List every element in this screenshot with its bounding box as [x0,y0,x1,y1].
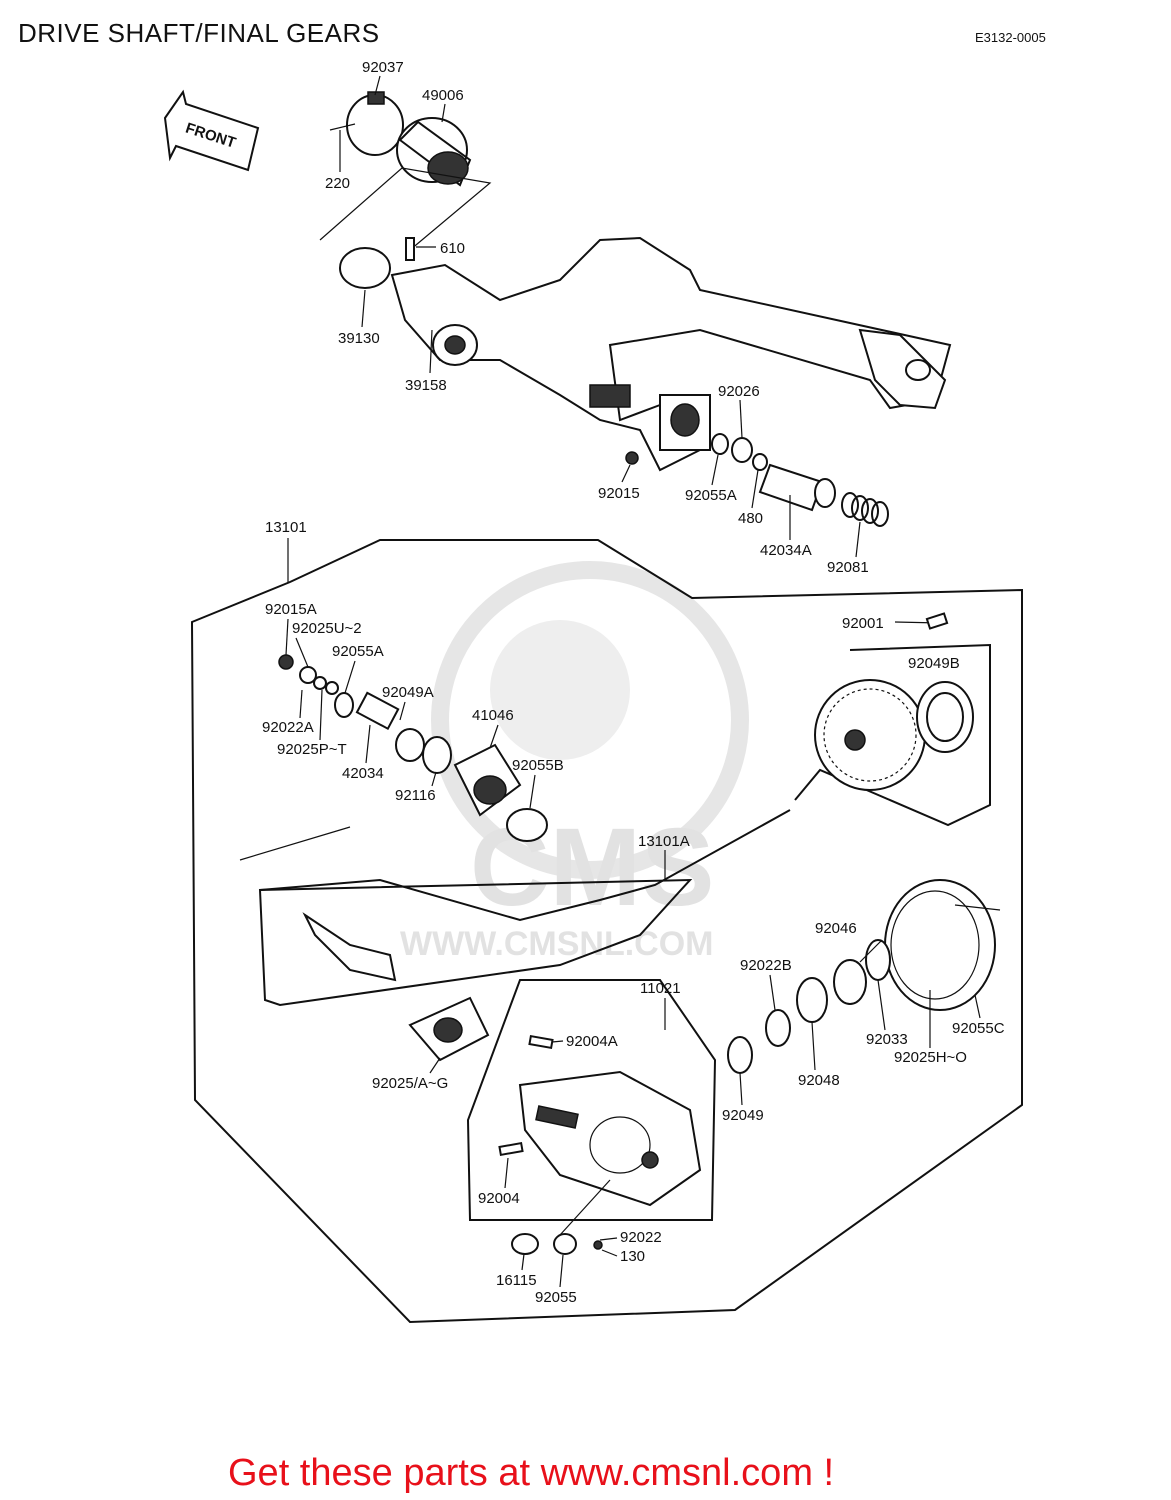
label-49006: 49006 [422,87,464,104]
label-92004A: 92004A [566,1033,618,1050]
label-92025U2: 92025U~2 [292,620,362,637]
label-13101: 13101 [265,519,307,536]
label-92022: 92022 [620,1229,662,1246]
label-92049A: 92049A [382,684,434,701]
watermark-url: WWW.CMSNL.COM [400,925,714,963]
label-92015A: 92015A [265,601,317,618]
label-92025HO: 92025H~O [894,1049,967,1066]
label-92004: 92004 [478,1190,520,1207]
assembly-outline [190,539,1023,1324]
label-92049: 92049 [722,1107,764,1124]
label-92046: 92046 [815,920,857,937]
ring-gear-outline [794,643,991,827]
pinion-outline [259,809,791,922]
case-outline [466,979,717,1221]
part-labels: 92037 49006 220 610 39130 39158 92026 92… [262,59,1005,1306]
label-11021: 11021 [640,980,681,997]
label-92026: 92026 [718,383,760,400]
ring-gear [814,612,974,791]
front-label: FRONT [183,120,237,152]
label-92025PT: 92025P~T [277,741,347,758]
label-16115: 16115 [496,1272,537,1289]
label-92033: 92033 [866,1031,908,1048]
drive-boot-group [319,91,492,251]
pinion-parts [239,654,548,982]
label-92048: 92048 [798,1072,840,1089]
cover-bearing-parts [727,879,1001,1074]
label-92055B: 92055B [512,757,564,774]
label-480: 480 [738,510,763,527]
cta-link[interactable]: Get these parts at www.cmsnl.com ! [228,1452,835,1494]
page-title: DRIVE SHAFT/FINAL GEARS [18,18,380,48]
label-92037: 92037 [362,59,404,76]
watermark: CMS WWW.CMSNL.COM [400,561,749,963]
label-92049B: 92049B [908,655,960,672]
label-92022A: 92022A [262,719,314,736]
label-92055C: 92055C [952,1020,1005,1037]
leader-lines [285,75,981,1288]
swing-arm [339,236,952,472]
label-220: 220 [325,175,350,192]
label-92025AG: 92025/A~G [372,1075,448,1092]
label-130: 130 [620,1248,645,1265]
front-arrow-icon: FRONT [163,89,260,172]
label-42034A: 42034A [760,542,812,559]
label-13101A: 13101A [638,833,690,850]
label-92015: 92015 [598,485,640,502]
label-92055: 92055 [535,1289,577,1306]
label-39158: 39158 [405,377,447,394]
rear-shaft-parts [625,433,889,527]
label-42034: 42034 [342,765,384,782]
label-610: 610 [440,240,465,257]
label-92116: 92116 [395,787,436,804]
label-92055A-top: 92055A [685,487,737,504]
label-92001: 92001 [842,615,884,632]
label-92081: 92081 [827,559,869,576]
label-39130: 39130 [338,330,380,347]
label-92022B: 92022B [740,957,792,974]
label-92055A: 92055A [332,643,384,660]
label-41046: 41046 [472,707,514,724]
pinion-lower-outline [258,878,693,1007]
housing-parts [408,996,702,1255]
diagram-code: E3132-0005 [975,30,1046,45]
